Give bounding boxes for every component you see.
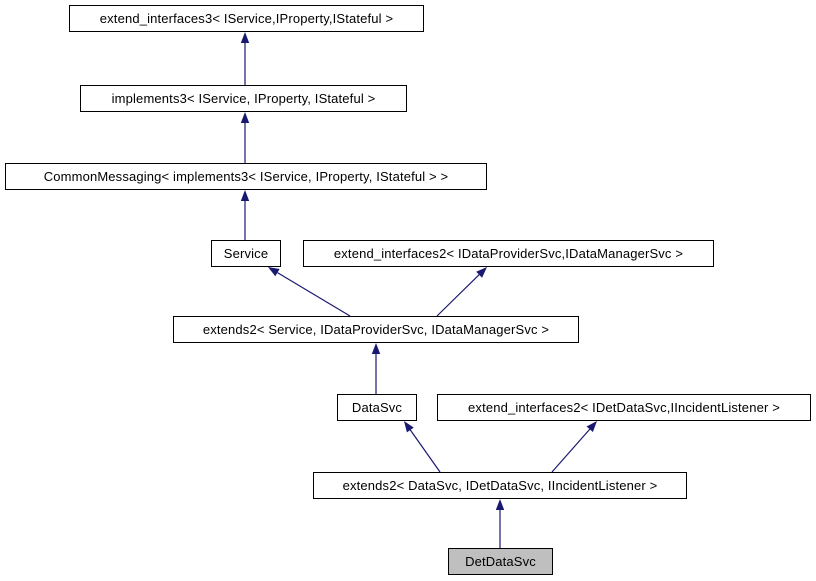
uml-class-box-DataSvc[interactable]: DataSvc — [337, 394, 417, 421]
inheritance-edge — [371, 343, 381, 394]
inheritance-edge — [551, 421, 597, 473]
uml-class-box-extends2_datasvc[interactable]: extends2< DataSvc, IDetDataSvc, IInciden… — [313, 472, 687, 499]
inheritance-edge — [495, 499, 505, 548]
uml-class-label: DetDataSvc — [465, 554, 536, 569]
uml-class-label: Service — [223, 246, 269, 261]
inheritance-edge — [404, 421, 441, 473]
uml-class-box-CommonMessaging[interactable]: CommonMessaging< implements3< IService, … — [5, 163, 487, 190]
inheritance-arrowhead-icon — [586, 421, 597, 433]
uml-class-box-implements3[interactable]: implements3< IService, IProperty, IState… — [80, 85, 407, 112]
uml-class-label: DataSvc — [351, 400, 403, 415]
inheritance-arrowhead-icon — [268, 267, 280, 277]
uml-class-box-DetDataSvc[interactable]: DetDataSvc — [448, 548, 553, 575]
inheritance-arrowhead-icon — [404, 421, 414, 433]
uml-class-label: extend_interfaces3< IService,IProperty,I… — [99, 11, 394, 26]
uml-class-label: extend_interfaces2< IDataProviderSvc,IDa… — [333, 246, 684, 261]
inheritance-arrowhead-icon — [240, 190, 250, 201]
inheritance-edge — [240, 32, 250, 85]
inheritance-edge — [240, 190, 250, 240]
inheritance-arrowhead-icon — [240, 112, 250, 123]
inheritance-edge — [268, 267, 351, 317]
inheritance-edge — [240, 112, 250, 163]
uml-class-label: CommonMessaging< implements3< IService, … — [43, 169, 449, 184]
uml-class-box-extend_interfaces2_data[interactable]: extend_interfaces2< IDataProviderSvc,IDa… — [303, 240, 714, 267]
uml-class-box-extend_interfaces3[interactable]: extend_interfaces3< IService,IProperty,I… — [69, 5, 424, 32]
inheritance-arrowhead-icon — [495, 499, 505, 510]
uml-class-box-extends2_service[interactable]: extends2< Service, IDataProviderSvc, IDa… — [173, 316, 579, 343]
uml-class-box-extend_interfaces2_det[interactable]: extend_interfaces2< IDetDataSvc,IInciden… — [437, 394, 811, 421]
inheritance-edge — [436, 267, 487, 317]
inheritance-arrowhead-icon — [240, 32, 250, 43]
uml-class-label: extends2< Service, IDataProviderSvc, IDa… — [202, 322, 550, 337]
uml-class-box-Service[interactable]: Service — [211, 240, 281, 267]
uml-class-label: extends2< DataSvc, IDetDataSvc, IInciden… — [342, 478, 658, 493]
inheritance-arrowhead-icon — [371, 343, 381, 354]
uml-class-label: implements3< IService, IProperty, IState… — [111, 91, 376, 106]
uml-class-label: extend_interfaces2< IDetDataSvc,IInciden… — [468, 400, 780, 415]
inheritance-arrowhead-icon — [476, 267, 487, 278]
